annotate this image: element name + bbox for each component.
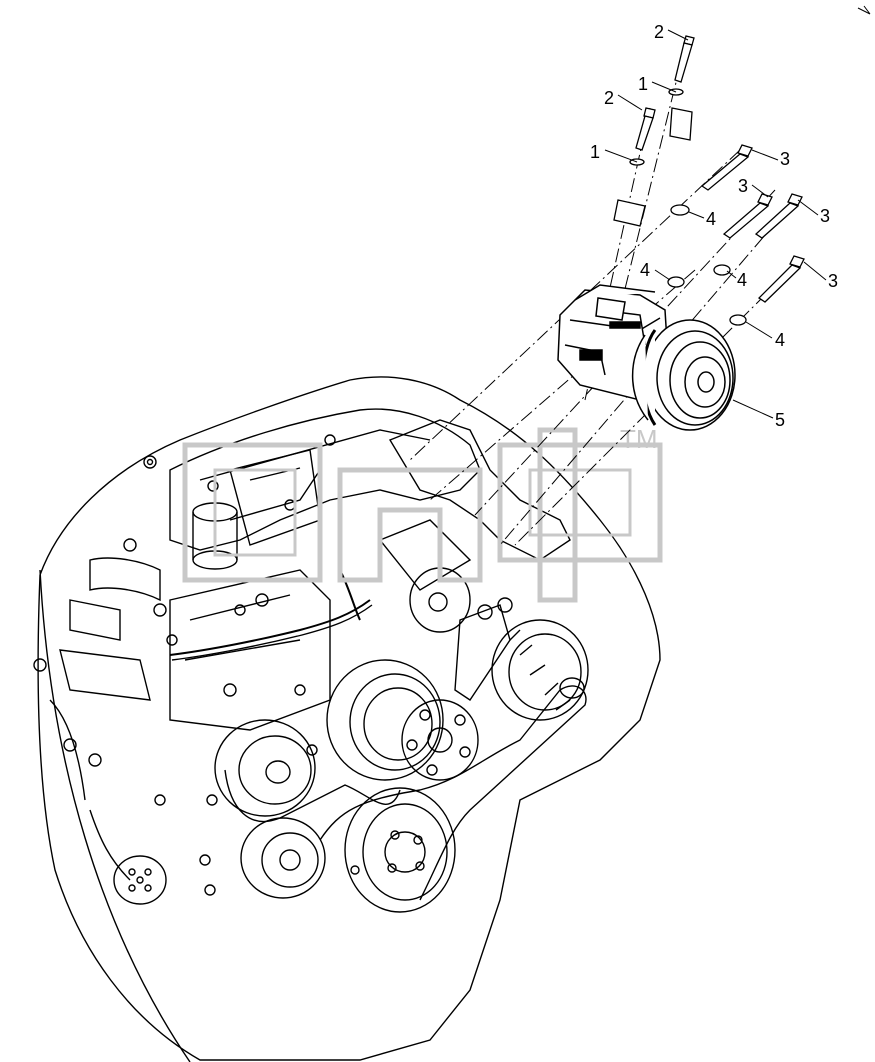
watermark-tm: TM <box>620 424 658 454</box>
alternator <box>454 597 589 721</box>
leader-lines <box>604 29 827 419</box>
long-bolt-3-d <box>757 255 805 303</box>
fasteners-right <box>667 144 805 326</box>
view-boundary-curve <box>39 569 191 1062</box>
long-bolt-3-b <box>722 193 773 239</box>
callout-label: 4 <box>706 209 716 229</box>
ac-compressor <box>557 284 736 431</box>
watermark-logo <box>182 427 663 603</box>
fasteners-top <box>613 35 695 227</box>
callout-label: 4 <box>775 330 785 350</box>
long-bolt-3-a <box>700 144 753 191</box>
washer-4-a <box>670 204 690 216</box>
callout-label: 1 <box>590 142 600 162</box>
engine-assembly <box>33 376 661 1061</box>
callout-label: 3 <box>738 176 748 196</box>
long-bolt-3-c <box>754 193 803 239</box>
washer-4-c <box>713 264 731 276</box>
bolt-2-upper <box>674 35 695 83</box>
callout-label: 4 <box>640 260 650 280</box>
callout-label: 2 <box>604 88 614 108</box>
callout-labels: 2 1 2 1 3 3 3 4 4 4 3 4 5 <box>590 22 838 430</box>
callout-label: 5 <box>775 410 785 430</box>
washer-4-b <box>667 276 685 288</box>
callout-label: 3 <box>828 271 838 291</box>
callout-label: 1 <box>638 74 648 94</box>
callout-label: 3 <box>780 149 790 169</box>
washer-4-d <box>729 314 747 326</box>
bolt-2-lower <box>635 107 656 151</box>
corner-mark <box>857 5 871 15</box>
callout-label: 3 <box>820 206 830 226</box>
callout-label: 4 <box>737 270 747 290</box>
callout-label: 2 <box>654 22 664 42</box>
